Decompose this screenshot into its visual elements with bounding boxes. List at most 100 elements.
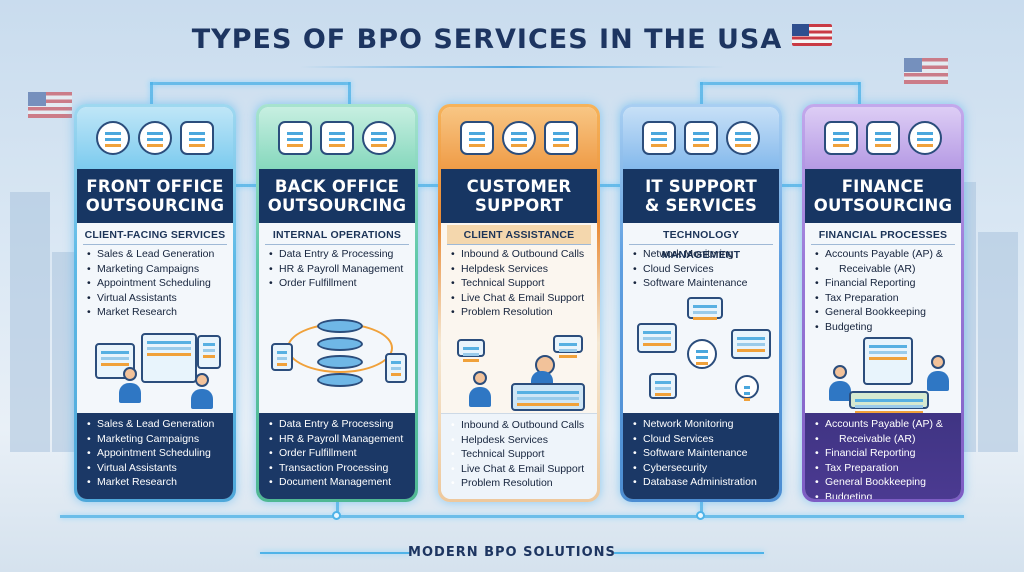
list-item: Accounts Payable (AP) & bbox=[815, 247, 955, 262]
list-item: Network Monitoring bbox=[633, 247, 773, 262]
folder-icon bbox=[320, 121, 354, 155]
list-item: Live Chat & Email Support bbox=[451, 462, 591, 477]
footer-label: MODERN BPO SOLUTIONS bbox=[408, 545, 616, 560]
column-subtitle: CLIENT ASSISTANCE bbox=[447, 225, 591, 245]
column-icons bbox=[623, 107, 779, 169]
service-list: Network Monitoring Cloud Services Softwa… bbox=[633, 247, 773, 291]
list-item: Problem Resolution bbox=[451, 476, 591, 491]
column-lower-panel: Accounts Payable (AP) & Receivable (AR) … bbox=[805, 413, 961, 499]
list-item: Virtual Assistants bbox=[87, 291, 227, 306]
connector-line bbox=[336, 502, 339, 516]
list-item: Order Fulfillment bbox=[269, 276, 409, 291]
page-title: TYPES OF BPO SERVICES IN THE USA bbox=[0, 24, 1024, 55]
connector-line bbox=[700, 502, 703, 516]
title-underline bbox=[300, 66, 724, 68]
service-list: Network Monitoring Cloud Services Softwa… bbox=[633, 417, 773, 490]
list-item: Virtual Assistants bbox=[87, 461, 227, 476]
service-list: Inbound & Outbound Calls Helpdesk Servic… bbox=[451, 418, 591, 491]
footer-line bbox=[260, 552, 410, 554]
list-item: Marketing Campaigns bbox=[87, 262, 227, 277]
column-lower-panel: Inbound & Outbound Calls Helpdesk Servic… bbox=[441, 413, 597, 499]
database-icon bbox=[362, 121, 396, 155]
coins-icon bbox=[908, 121, 942, 155]
list-item: Cloud Services bbox=[633, 262, 773, 277]
list-item: Receivable (AR) bbox=[815, 432, 955, 447]
list-item: Software Maintenance bbox=[633, 446, 773, 461]
flag-icon bbox=[28, 92, 72, 118]
cloud-icon bbox=[726, 121, 760, 155]
list-item: HR & Payroll Management bbox=[269, 262, 409, 277]
connector-line bbox=[150, 82, 153, 104]
list-item: Appointment Scheduling bbox=[87, 276, 227, 291]
service-list: Sales & Lead Generation Marketing Campai… bbox=[87, 247, 227, 320]
connector-line bbox=[858, 82, 861, 104]
column-subtitle: TECHNOLOGY MANAGEMENT bbox=[629, 225, 773, 261]
service-list: Data Entry & Processing HR & Payroll Man… bbox=[269, 417, 409, 490]
column-header: CUSTOMER SUPPORT bbox=[441, 169, 597, 223]
list-item: Accounts Payable (AP) & bbox=[815, 417, 955, 432]
list-item: Marketing Campaigns bbox=[87, 432, 227, 447]
connector-line bbox=[700, 82, 860, 85]
connector-line bbox=[150, 82, 350, 85]
list-item: Budgeting bbox=[815, 320, 955, 335]
shield-monitor-icon bbox=[642, 121, 676, 155]
column-icons bbox=[259, 107, 415, 169]
service-list: Data Entry & Processing HR & Payroll Man… bbox=[269, 247, 409, 291]
connector-node bbox=[332, 511, 341, 520]
connector-line bbox=[700, 82, 703, 104]
growth-chart-icon bbox=[866, 121, 900, 155]
handshake-icon bbox=[180, 121, 214, 155]
column-icons bbox=[805, 107, 961, 169]
illustration-presentation bbox=[85, 321, 225, 413]
list-item: Data Entry & Processing bbox=[269, 247, 409, 262]
service-list: Inbound & Outbound Calls Helpdesk Servic… bbox=[451, 247, 591, 320]
illustration-network bbox=[631, 293, 771, 413]
list-item: HR & Payroll Management bbox=[269, 432, 409, 447]
list-item: Market Research bbox=[87, 305, 227, 320]
column-header: BACK OFFICE OUTSOURCING bbox=[259, 169, 415, 223]
list-item: Budgeting bbox=[815, 490, 955, 499]
document-icon bbox=[278, 121, 312, 155]
list-item: Technical Support bbox=[451, 276, 591, 291]
illustration-call-center bbox=[449, 325, 589, 413]
list-item: Inbound & Outbound Calls bbox=[451, 418, 591, 433]
illustration-database bbox=[267, 293, 407, 413]
column-lower-panel: Network Monitoring Cloud Services Softwa… bbox=[623, 413, 779, 499]
list-item: Tax Preparation bbox=[815, 291, 955, 306]
microphone-icon bbox=[138, 121, 172, 155]
list-item: Receivable (AR) bbox=[815, 262, 955, 277]
list-item: Helpdesk Services bbox=[451, 262, 591, 277]
list-item: Problem Resolution bbox=[451, 305, 591, 320]
service-list: Accounts Payable (AP) & Receivable (AR) … bbox=[815, 417, 955, 499]
list-item: Financial Reporting bbox=[815, 276, 955, 291]
list-item: Helpdesk Services bbox=[451, 433, 591, 448]
list-item: Database Administration bbox=[633, 475, 773, 490]
lock-icon bbox=[687, 339, 717, 369]
service-list: Sales & Lead Generation Marketing Campai… bbox=[87, 417, 227, 490]
list-item: Live Chat & Email Support bbox=[451, 291, 591, 306]
column-header: FRONT OFFICE OUTSOURCING bbox=[77, 169, 233, 223]
list-item: General Bookkeeping bbox=[815, 475, 955, 490]
list-item: Market Research bbox=[87, 475, 227, 490]
flag-icon bbox=[904, 58, 948, 84]
list-item: Cloud Services bbox=[633, 432, 773, 447]
connector-line bbox=[418, 184, 440, 187]
us-flag-icon bbox=[792, 24, 833, 46]
column-it-support: IT SUPPORT & SERVICES TECHNOLOGY MANAGEM… bbox=[620, 104, 782, 502]
list-item: Inbound & Outbound Calls bbox=[451, 247, 591, 262]
headset-icon bbox=[96, 121, 130, 155]
list-item: General Bookkeeping bbox=[815, 305, 955, 320]
list-item: Technical Support bbox=[451, 447, 591, 462]
list-item: Sales & Lead Generation bbox=[87, 247, 227, 262]
column-customer-support: CUSTOMER SUPPORT CLIENT ASSISTANCE Inbou… bbox=[438, 104, 600, 502]
gear-monitor-icon bbox=[684, 121, 718, 155]
connector-line bbox=[782, 184, 804, 187]
column-finance: FINANCE OUTSOURCING FINANCIAL PROCESSES … bbox=[802, 104, 964, 502]
list-item: Tax Preparation bbox=[815, 461, 955, 476]
column-subtitle: CLIENT-FACING SERVICES bbox=[83, 225, 227, 245]
list-item: Software Maintenance bbox=[633, 276, 773, 291]
column-back-office: BACK OFFICE OUTSOURCING INTERNAL OPERATI… bbox=[256, 104, 418, 502]
list-item: Financial Reporting bbox=[815, 446, 955, 461]
column-front-office: FRONT OFFICE OUTSOURCING CLIENT-FACING S… bbox=[74, 104, 236, 502]
connector-line bbox=[60, 515, 964, 518]
